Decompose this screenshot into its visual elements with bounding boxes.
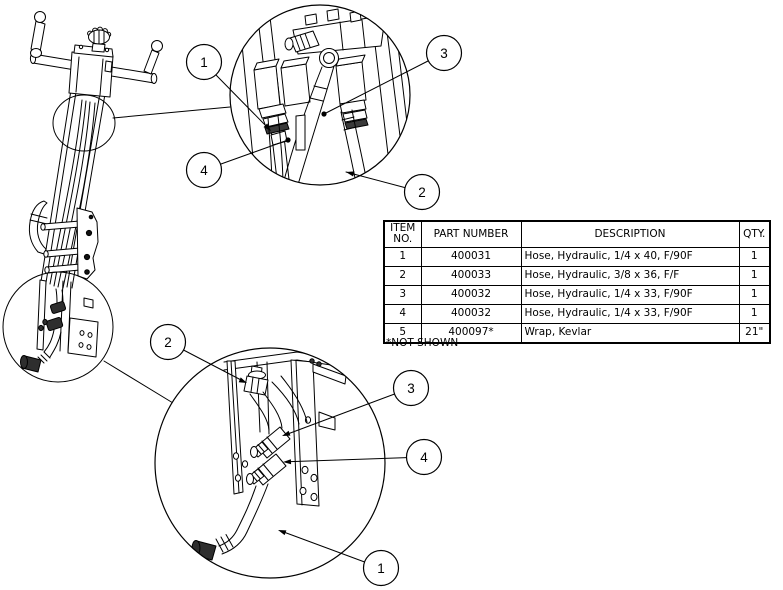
callout-1-top-label: 1	[200, 55, 208, 70]
cell-part-number: 400032	[420, 284, 522, 305]
cell-item-no: 2	[383, 265, 422, 286]
left-handle	[30, 11, 46, 58]
callout-3-bottom: 3	[392, 369, 430, 407]
elbow-fitting	[243, 365, 269, 396]
bottom-detail-drawing	[191, 351, 347, 561]
callout-2-top: 2	[403, 173, 441, 211]
leader-line-4-bottom	[286, 457, 407, 463]
leader-line-2-top	[345, 171, 406, 189]
cell-qty: 1	[738, 246, 771, 267]
callout-3-bottom-label: 3	[407, 381, 415, 396]
table-row: 3 400032 Hose, Hydraulic, 1/4 x 33, F/90…	[383, 284, 771, 305]
callout-4-top-label: 4	[200, 163, 208, 178]
hose-coupler-upper	[250, 426, 291, 459]
table-row: 4 400032 Hose, Hydraulic, 1/4 x 33, F/90…	[383, 303, 771, 324]
cell-description: Hose, Hydraulic, 1/4 x 40, F/90F	[520, 246, 740, 267]
knurled-port-fitting	[284, 30, 320, 53]
callout-4-bottom: 4	[405, 438, 443, 476]
leader-dot	[321, 111, 327, 117]
detail-connector-line-bottom	[103, 360, 174, 404]
leader-line-1-bottom	[280, 530, 366, 563]
cell-description: Hose, Hydraulic, 1/4 x 33, F/90F	[520, 303, 740, 324]
callout-1-bottom-label: 1	[377, 561, 385, 576]
arrowhead	[278, 530, 287, 536]
valve-bodies	[253, 54, 367, 110]
cell-description: Wrap, Kevlar	[520, 322, 740, 344]
cell-part-number: 400033	[420, 265, 522, 286]
bottom-detail-circle	[154, 347, 386, 579]
table-row: 1 400031 Hose, Hydraulic, 1/4 x 40, F/90…	[383, 246, 771, 267]
parts-table: ITEM NO. PART NUMBER DESCRIPTION QTY. 1 …	[383, 220, 771, 344]
cell-part-number: 400032	[420, 303, 522, 324]
table-header-row: ITEM NO. PART NUMBER DESCRIPTION QTY.	[383, 220, 771, 248]
arrowhead	[346, 171, 355, 177]
cross-pins	[40, 220, 81, 274]
arrowhead	[282, 430, 291, 436]
detail-source-circle-bottom	[2, 271, 114, 383]
callout-3-top: 3	[425, 34, 463, 72]
detail-source-circle-top	[52, 94, 116, 152]
leader-dot	[285, 137, 291, 143]
callout-2-top-label: 2	[418, 185, 426, 200]
leader-line-2-bottom	[183, 349, 244, 382]
star-knob	[87, 26, 112, 53]
table-row: 2 400033 Hose, Hydraulic, 3/8 x 36, F/F …	[383, 265, 771, 286]
callout-balloons-bottom: 2 3 4 1	[149, 323, 443, 587]
callout-balloons-top: 1 4 3 2	[185, 34, 463, 211]
leader-lines-bottom	[183, 349, 407, 563]
cell-part-number: 400031	[420, 246, 522, 267]
right-handle	[143, 40, 163, 75]
leader-lines-top	[215, 60, 429, 189]
col-header-description: DESCRIPTION	[520, 220, 740, 248]
callout-2-bottom-label: 2	[164, 335, 172, 350]
callout-4-top: 4	[185, 151, 223, 189]
arrowhead	[263, 123, 271, 131]
cell-description: Hose, Hydraulic, 3/8 x 36, F/F	[520, 265, 740, 286]
lower-hose	[20, 288, 67, 373]
detail-connector-line-top	[112, 106, 231, 119]
leader-line-1-top	[215, 74, 270, 130]
arrowhead	[283, 459, 292, 465]
col-header-item-no: ITEM NO.	[383, 220, 422, 248]
callout-3-top-label: 3	[440, 46, 448, 61]
top-detail-drawing	[239, 5, 410, 185]
hose-coupler-lower	[246, 453, 287, 486]
leader-line-3-bottom	[284, 393, 396, 436]
cell-item-no: 4	[383, 303, 422, 324]
cell-item-no: 3	[383, 284, 422, 305]
callout-1-bottom: 1	[362, 549, 400, 587]
cell-qty: 21"	[738, 322, 771, 344]
leader-line-3-top	[323, 60, 429, 115]
cell-qty: 1	[738, 303, 771, 324]
callout-1-top: 1	[185, 43, 223, 81]
top-detail-circle	[229, 4, 411, 186]
head-assembly	[68, 44, 114, 98]
callout-2-bottom: 2	[149, 323, 187, 361]
pivot-plate	[76, 207, 99, 280]
cell-qty: 1	[738, 265, 771, 286]
cell-description: Hose, Hydraulic, 1/4 x 33, F/90F	[520, 284, 740, 305]
left-handle-ball	[34, 11, 46, 23]
table-row: 5 400097* Wrap, Kevlar 21"	[383, 322, 771, 344]
callout-4-bottom-label: 4	[420, 450, 428, 465]
col-header-part-number: PART NUMBER	[420, 220, 522, 248]
foot-bracket	[36, 279, 99, 358]
cell-item-no: 1	[383, 246, 422, 267]
leader-line-4-top	[220, 139, 289, 165]
col-header-qty: QTY.	[738, 220, 771, 248]
cell-qty: 1	[738, 284, 771, 305]
main-assembly-drawing	[2, 11, 163, 383]
right-handle-ball	[151, 40, 163, 52]
fitting-stacks	[258, 99, 369, 146]
arrowhead	[238, 377, 247, 383]
not-shown-note: *NOT SHOWN	[386, 337, 459, 349]
